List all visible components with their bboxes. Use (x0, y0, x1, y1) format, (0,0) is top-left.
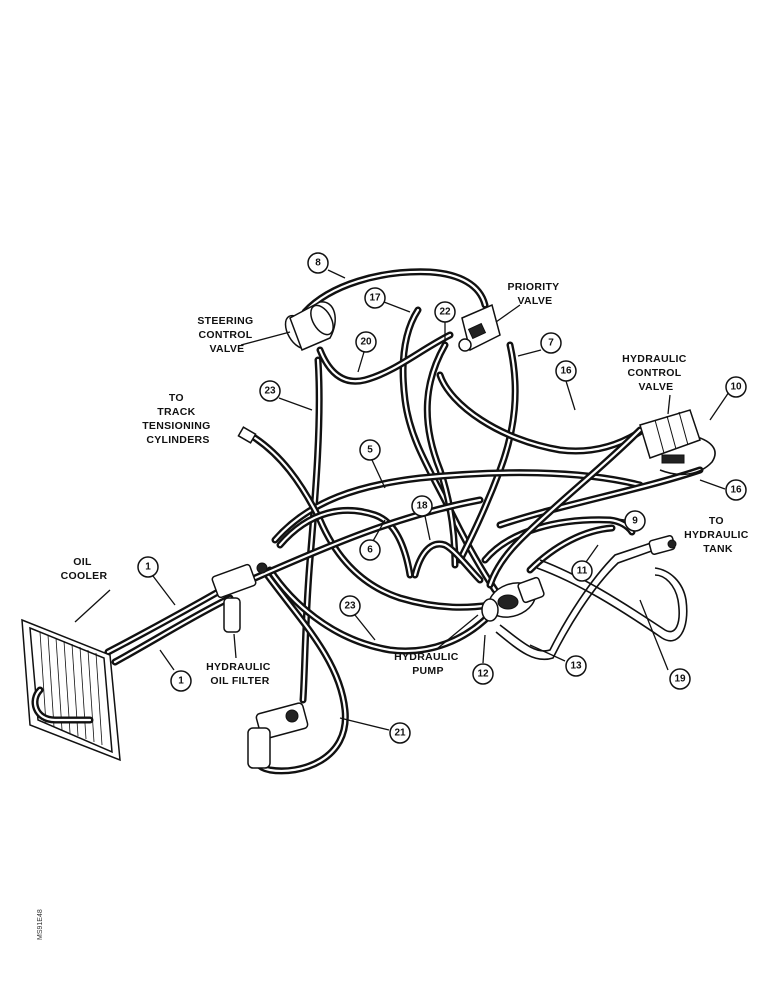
hose-11 (526, 524, 616, 574)
label-steering-control-valve: STEERING CONTROL VALVE (197, 315, 256, 355)
svg-text:22: 22 (439, 307, 451, 318)
callout-20: 21 (389, 722, 411, 744)
callout-1-upper: 1 (137, 556, 159, 578)
svg-text:23: 23 (344, 601, 356, 612)
callout-21: 22 (434, 301, 456, 323)
svg-text:16: 16 (560, 366, 572, 377)
callout-16: 18 (411, 495, 433, 517)
svg-text:21: 21 (394, 728, 406, 739)
callout-11: 11 (571, 560, 593, 582)
svg-text:12: 12 (477, 669, 489, 680)
hydraulic-control-valve-part (639, 409, 701, 464)
svg-text:16: 16 (730, 485, 742, 496)
label-hydraulic-control-valve: HYDRAULIC CONTROL VALVE (622, 353, 690, 393)
figure-code: MS91E48 (37, 909, 44, 940)
tube-17 (539, 559, 680, 633)
svg-text:20: 20 (360, 337, 372, 348)
callout-6: 6 (359, 539, 381, 561)
priority-valve-part (458, 303, 501, 352)
hydraulic-pump-part (481, 576, 545, 622)
label-oil-cooler: OIL COOLER (61, 556, 108, 582)
callout-1-lower: 1 (170, 670, 192, 692)
callout-5: 5 (359, 439, 381, 461)
leader-lines (74, 269, 730, 731)
label-priority-valve: PRIORITY VALVE (507, 281, 562, 307)
callout-7: 7 (540, 332, 562, 354)
rigid-tubes (495, 434, 716, 661)
label-to-hydraulic-tank: TO HYDRAULIC TANK (684, 515, 752, 555)
track-tensioning-fitting (237, 426, 257, 444)
hydraulic-oil-filter-lower (247, 702, 309, 769)
svg-text:5: 5 (367, 445, 373, 456)
callout-12: 12 (472, 663, 494, 685)
hydraulic-oil-filter-upper (211, 562, 268, 633)
svg-text:1: 1 (178, 676, 184, 687)
label-hydraulic-oil-filter: HYDRAULIC OIL FILTER (206, 661, 274, 687)
svg-text:6: 6 (367, 545, 373, 556)
tube-13 (499, 539, 661, 652)
label-to-track-tensioning-cylinders: TO TRACK TENSIONING CYLINDERS (142, 392, 214, 446)
tank-fitting (648, 535, 677, 555)
hoses (104, 268, 704, 775)
steering-control-valve-part (284, 301, 336, 351)
svg-text:9: 9 (632, 516, 638, 527)
svg-text:18: 18 (416, 501, 428, 512)
callouts: 8 17 22 20 23 7 16 10 5 18 6 9 16 11 1 1… (137, 252, 747, 744)
svg-text:1: 1 (145, 562, 151, 573)
svg-text:7: 7 (548, 338, 554, 349)
svg-text:23: 23 (264, 386, 276, 397)
svg-text:19: 19 (674, 674, 686, 685)
callout-10: 10 (725, 376, 747, 398)
oil-cooler-part (21, 618, 121, 762)
callout-22: 23 (259, 380, 281, 402)
callout-19: 20 (355, 331, 377, 353)
label-hydraulic-pump: HYDRAULIC PUMP (394, 651, 462, 677)
callout-14: 16 (555, 360, 577, 382)
svg-text:17: 17 (369, 293, 381, 304)
callout-15: 16 (725, 479, 747, 501)
callout-17: 19 (669, 668, 691, 690)
callout-13: 13 (565, 655, 587, 677)
svg-text:10: 10 (730, 382, 742, 393)
labels: STEERING CONTROL VALVE PRIORITY VALVE HY… (61, 281, 752, 687)
svg-text:8: 8 (315, 258, 321, 269)
svg-text:11: 11 (577, 566, 588, 577)
callout-18: 17 (364, 287, 386, 309)
svg-text:13: 13 (570, 661, 582, 672)
callout-8: 8 (307, 252, 329, 274)
tube-control-valve-return (659, 434, 716, 476)
callout-23: 23 (339, 595, 361, 617)
callout-9: 9 (624, 510, 646, 532)
